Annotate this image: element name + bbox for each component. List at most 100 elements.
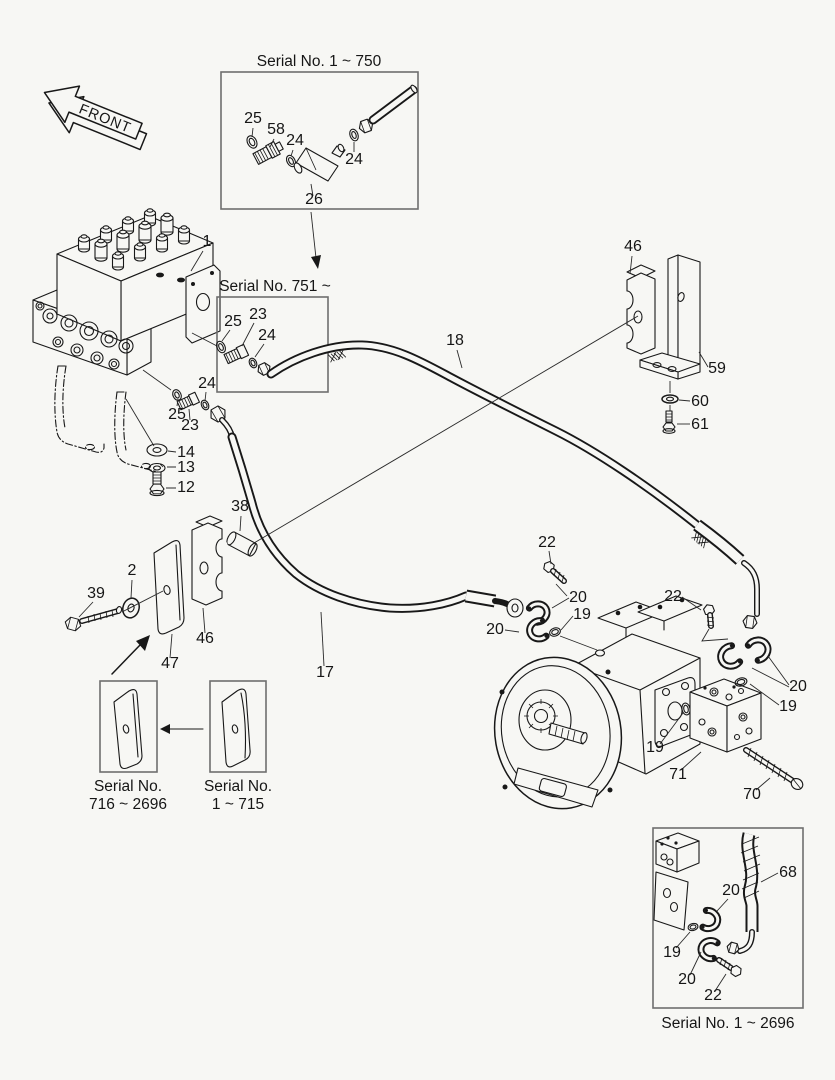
inset-br-caption: Serial No. 1 ~ 2696 xyxy=(661,1015,794,1032)
valve-end-plate xyxy=(185,264,221,344)
o-ring-25 xyxy=(216,340,226,354)
callout-12: 12 xyxy=(177,479,195,496)
callout-22: 22 xyxy=(704,987,722,1004)
callout-71: 71 xyxy=(669,766,687,783)
callout-18: 18 xyxy=(446,332,464,349)
inset-716-caption-2: 716 ~ 2696 xyxy=(89,796,167,813)
elbow-fitting-26 xyxy=(293,143,346,182)
callout-13: 13 xyxy=(177,459,195,476)
washer-2 xyxy=(122,597,140,619)
callout-60: 60 xyxy=(691,393,709,410)
inset-top-border xyxy=(220,71,419,210)
split-flange-20 xyxy=(699,906,722,933)
bolt-22 xyxy=(716,957,742,978)
callout-1: 1 xyxy=(203,233,212,250)
valve-caps xyxy=(77,208,191,271)
callout-labels: 25 58 24 24 26 25 23 24 1 46 59 60 61 18… xyxy=(87,110,807,1004)
callout-68: 68 xyxy=(779,864,797,881)
pump-assembly xyxy=(493,595,703,810)
fitting-23 xyxy=(223,343,250,365)
clamp-46-right xyxy=(621,264,656,355)
o-ring-19 xyxy=(549,627,561,637)
callout-24: 24 xyxy=(345,151,363,168)
callout-24: 24 xyxy=(258,327,276,344)
plate-47 xyxy=(153,540,185,635)
callout-59: 59 xyxy=(708,360,726,377)
clamp-46-left xyxy=(191,515,228,606)
inset-mid-title: Serial No. 751 ~ xyxy=(219,278,331,295)
callout-17: 17 xyxy=(316,664,334,681)
callout-22: 22 xyxy=(538,534,556,551)
o-ring-19 xyxy=(687,922,699,932)
callout-22: 22 xyxy=(664,588,682,605)
split-flange-20 xyxy=(717,642,744,670)
callout-23: 23 xyxy=(249,306,267,323)
callout-19: 19 xyxy=(779,698,797,715)
inset-serial-1-2696: Serial No. 1 ~ 2696 xyxy=(652,827,804,1032)
fitting-58 xyxy=(252,141,284,165)
callout-19: 19 xyxy=(573,606,591,623)
callout-20: 20 xyxy=(678,971,696,988)
o-ring-24 xyxy=(349,128,359,142)
hose-end xyxy=(358,84,418,134)
bolt-39 xyxy=(64,590,164,632)
callout-20: 20 xyxy=(486,621,504,638)
callout-20: 20 xyxy=(569,589,587,606)
inset-br-border xyxy=(652,827,804,1009)
callout-26: 26 xyxy=(305,191,323,208)
callout-25: 25 xyxy=(168,406,186,423)
callout-46: 46 xyxy=(196,630,214,647)
valve-mount-brackets xyxy=(54,365,159,473)
callout-38: 38 xyxy=(231,498,249,515)
control-valve xyxy=(32,208,221,376)
arrow-top-to-mid xyxy=(310,211,321,269)
hose-nut xyxy=(726,941,740,955)
flange-group-right xyxy=(701,604,772,687)
o-ring-19 xyxy=(734,677,748,687)
o-ring-25 xyxy=(246,135,258,149)
callout-20: 20 xyxy=(722,882,740,899)
callout-24: 24 xyxy=(198,375,216,392)
hose-17 xyxy=(142,369,524,618)
replace-arrow xyxy=(160,724,204,734)
spiral-hose-68 xyxy=(726,832,761,955)
fitting-23 xyxy=(176,391,201,411)
callout-14: 14 xyxy=(177,444,195,461)
split-flange-20 xyxy=(744,636,772,664)
callout-leaders xyxy=(78,250,790,992)
washer-bolt-stack xyxy=(125,398,177,497)
inset-715-caption-2: 1 ~ 715 xyxy=(212,796,264,813)
callout-19: 19 xyxy=(663,944,681,961)
callout-25: 25 xyxy=(224,313,242,330)
washer-60 xyxy=(661,394,679,404)
callout-39: 39 xyxy=(87,585,105,602)
inset-716-caption-1: Serial No. xyxy=(94,778,162,795)
valve-ports xyxy=(35,301,134,370)
callout-19: 19 xyxy=(646,739,664,756)
leader-clamp-to-hose xyxy=(253,315,639,544)
bolt-70 xyxy=(743,747,804,790)
inset-715-border xyxy=(209,680,267,773)
valve-block-71 xyxy=(689,678,762,753)
assembly-arrow xyxy=(111,635,150,675)
spacer-38 xyxy=(226,531,258,557)
split-flange-20 xyxy=(526,617,550,643)
hose-wrap-mark xyxy=(327,349,347,363)
pump-corner xyxy=(653,832,700,931)
inset-plate-1-715: Serial No. 1 ~ 715 xyxy=(204,680,272,813)
callout-61: 61 xyxy=(691,416,709,433)
bolt-22 xyxy=(703,604,715,629)
callout-2: 2 xyxy=(128,562,137,579)
inset-serial-1-750: Serial No. 1 ~ 750 xyxy=(220,53,419,210)
callout-47: 47 xyxy=(161,655,179,672)
pump-flange xyxy=(654,677,696,747)
bolt-61 xyxy=(662,410,676,434)
bolt-22 xyxy=(543,560,567,584)
inset-serial-751: Serial No. 751 ~ xyxy=(191,278,331,393)
hose-18 xyxy=(266,340,760,629)
callout-24: 24 xyxy=(286,132,304,149)
callout-25: 25 xyxy=(244,110,262,127)
callout-20: 20 xyxy=(789,678,807,695)
callout-70: 70 xyxy=(743,786,761,803)
